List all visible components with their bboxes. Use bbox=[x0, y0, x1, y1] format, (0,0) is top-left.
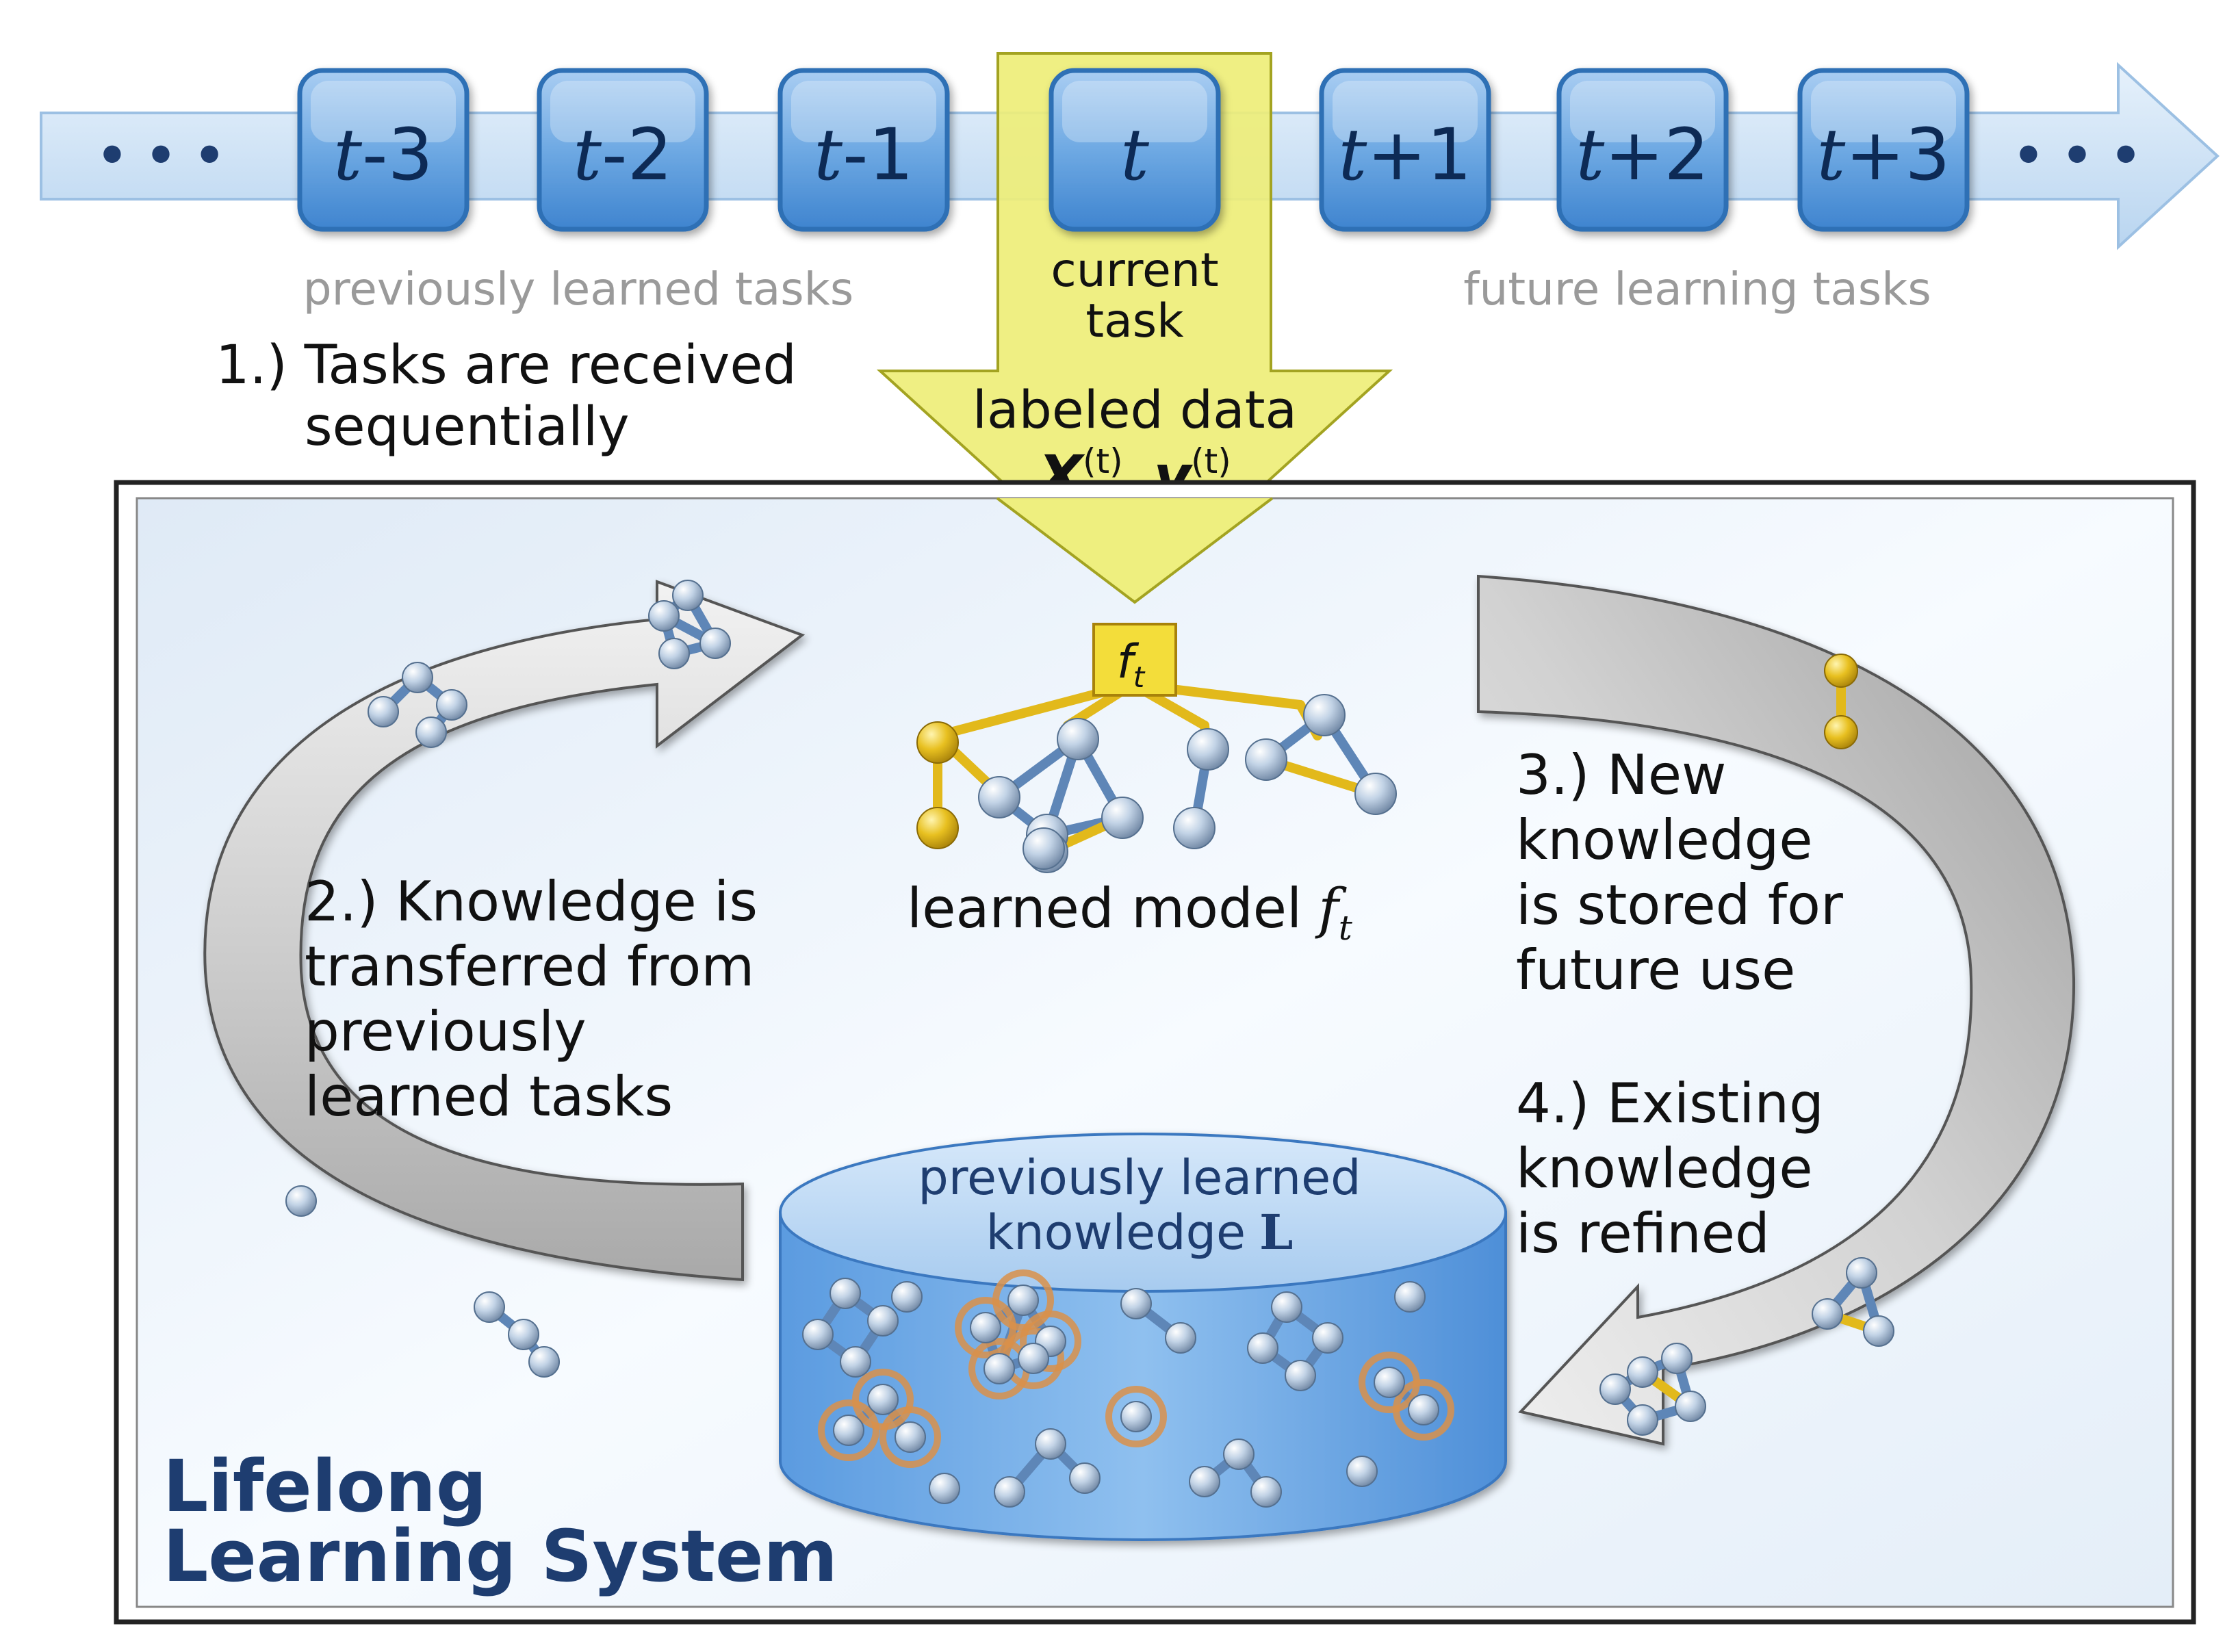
step2-line4: learned tasks bbox=[305, 1065, 673, 1128]
step2-line3: previously bbox=[305, 1000, 587, 1063]
kb-mol-13 bbox=[1346, 1456, 1378, 1487]
task-box-label: t bbox=[1120, 113, 1149, 196]
timeline-left-ellipsis: • • • bbox=[97, 127, 225, 184]
knowledge-base-word: knowledge bbox=[986, 1204, 1246, 1261]
task-box-label: t+1 bbox=[1338, 113, 1471, 196]
kb-mol-12 bbox=[1189, 1438, 1282, 1508]
model-gold-chain bbox=[916, 721, 959, 849]
model-cluster-2 bbox=[1173, 728, 1229, 849]
task-sequence: t-3 t-2 t-1 t t+1 t+2 t+3 bbox=[297, 68, 1970, 232]
task-box-label: t-2 bbox=[573, 113, 673, 196]
model-root-sub: t bbox=[1133, 660, 1146, 694]
left-arrow-mol-3 bbox=[285, 1185, 317, 1217]
task-box-label: t-1 bbox=[814, 113, 914, 196]
left-arrow-mol-4 bbox=[474, 1291, 560, 1378]
knowledge-base-label-line1: previously learned bbox=[918, 1150, 1361, 1206]
model-root-node bbox=[1092, 623, 1177, 697]
kb-mol-10 bbox=[929, 1473, 960, 1504]
model-cluster-1 bbox=[978, 718, 1144, 873]
arrow-knowledge-components bbox=[285, 580, 1894, 1436]
future-tasks-label: future learning tasks bbox=[1463, 263, 1931, 315]
kb-mol-1 bbox=[802, 1278, 899, 1378]
task-box-label: t+3 bbox=[1816, 113, 1950, 196]
task-box-4: t bbox=[1049, 68, 1221, 232]
kb-mol-7 bbox=[1359, 1352, 1454, 1441]
step3-line4: future use bbox=[1516, 938, 1795, 1002]
right-arrow-mol-2 bbox=[1812, 1257, 1894, 1347]
kb-mol-4 bbox=[1120, 1288, 1196, 1354]
learned-model-sub: t bbox=[1339, 908, 1353, 948]
task-box-3: t-1 bbox=[777, 68, 950, 232]
current-task-label-line2: task bbox=[1085, 294, 1184, 348]
kb-mol-3 bbox=[955, 1269, 1081, 1399]
current-task-arrow-tip bbox=[997, 498, 1272, 602]
left-arrow-mol-top bbox=[648, 580, 731, 669]
learned-model-text: learned model bbox=[907, 877, 1302, 940]
kb-mol-11 bbox=[994, 1428, 1101, 1508]
model-cluster-3 bbox=[1245, 694, 1397, 815]
step1-line2: sequentially bbox=[305, 396, 630, 458]
labeled-data-label: labeled data bbox=[973, 379, 1297, 440]
task-box-7: t+3 bbox=[1797, 68, 1970, 232]
step3-line3: is stored for bbox=[1516, 873, 1843, 937]
task-box-2: t-2 bbox=[537, 68, 709, 232]
knowledge-base-components bbox=[802, 1269, 1454, 1508]
system-title-line2: Learning System bbox=[163, 1514, 838, 1598]
timeline-right-ellipsis: • • • bbox=[2013, 127, 2141, 184]
kb-mol-2 bbox=[891, 1281, 923, 1313]
right-arrow-mol-top bbox=[1824, 654, 1858, 749]
kb-mol-8 bbox=[818, 1369, 941, 1468]
formula-y-sup: (t) bbox=[1191, 441, 1231, 481]
step2-line2: transferred from bbox=[305, 935, 754, 998]
kb-mol-5 bbox=[1247, 1291, 1343, 1391]
step4-line3: is refined bbox=[1516, 1202, 1770, 1265]
previous-tasks-label: previously learned tasks bbox=[303, 263, 854, 315]
knowledge-base-symbol: L bbox=[1259, 1204, 1293, 1261]
left-arrow-mol-2 bbox=[368, 662, 467, 748]
task-box-5: t+1 bbox=[1319, 68, 1491, 232]
task-box-label: t-3 bbox=[333, 113, 433, 196]
task-box-6: t+2 bbox=[1556, 68, 1729, 232]
task-box-1: t-3 bbox=[297, 68, 470, 232]
step3-line1: 3.) New bbox=[1516, 743, 1726, 807]
step1-line1: 1.) Tasks are received bbox=[216, 335, 797, 396]
step2-line1: 2.) Knowledge is bbox=[305, 870, 758, 933]
kb-mol-6 bbox=[1394, 1281, 1426, 1313]
formula-X-sup: (t) bbox=[1083, 441, 1123, 481]
current-task-label-line1: current bbox=[1051, 244, 1218, 298]
task-box-label: t+2 bbox=[1575, 113, 1709, 196]
right-arrow-mol-3 bbox=[1599, 1343, 1706, 1436]
kb-mol-9 bbox=[1105, 1386, 1167, 1447]
step4-line2: knowledge bbox=[1516, 1137, 1813, 1200]
step4-line1: 4.) Existing bbox=[1516, 1072, 1824, 1135]
system-title-line1: Lifelong bbox=[163, 1445, 487, 1528]
step3-line2: knowledge bbox=[1516, 808, 1813, 872]
knowledge-base-cylinder bbox=[779, 1133, 1507, 1541]
